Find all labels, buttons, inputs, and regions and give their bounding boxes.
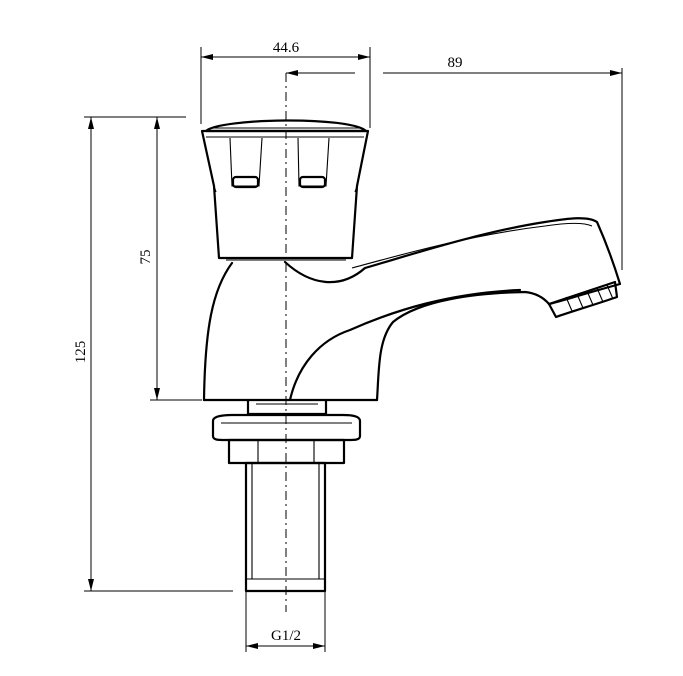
dimension-body-height: 75 xyxy=(138,117,202,401)
dimension-body-height-label: 75 xyxy=(138,250,154,265)
dimension-spout-reach: 89 xyxy=(286,55,623,270)
dimension-thread-label: G1/2 xyxy=(271,628,301,644)
dimension-spout-reach-label: 89 xyxy=(448,55,463,71)
dimension-total-height: 125 xyxy=(73,116,233,592)
spout-body xyxy=(202,217,622,402)
handle xyxy=(200,119,370,261)
dimension-head-width-label: 44.6 xyxy=(273,40,300,56)
dimension-thread: G1/2 xyxy=(245,592,326,652)
dimension-head-width: 44.6 xyxy=(200,40,371,128)
tap-outline xyxy=(200,73,622,612)
dimension-total-height-label: 125 xyxy=(73,341,89,364)
